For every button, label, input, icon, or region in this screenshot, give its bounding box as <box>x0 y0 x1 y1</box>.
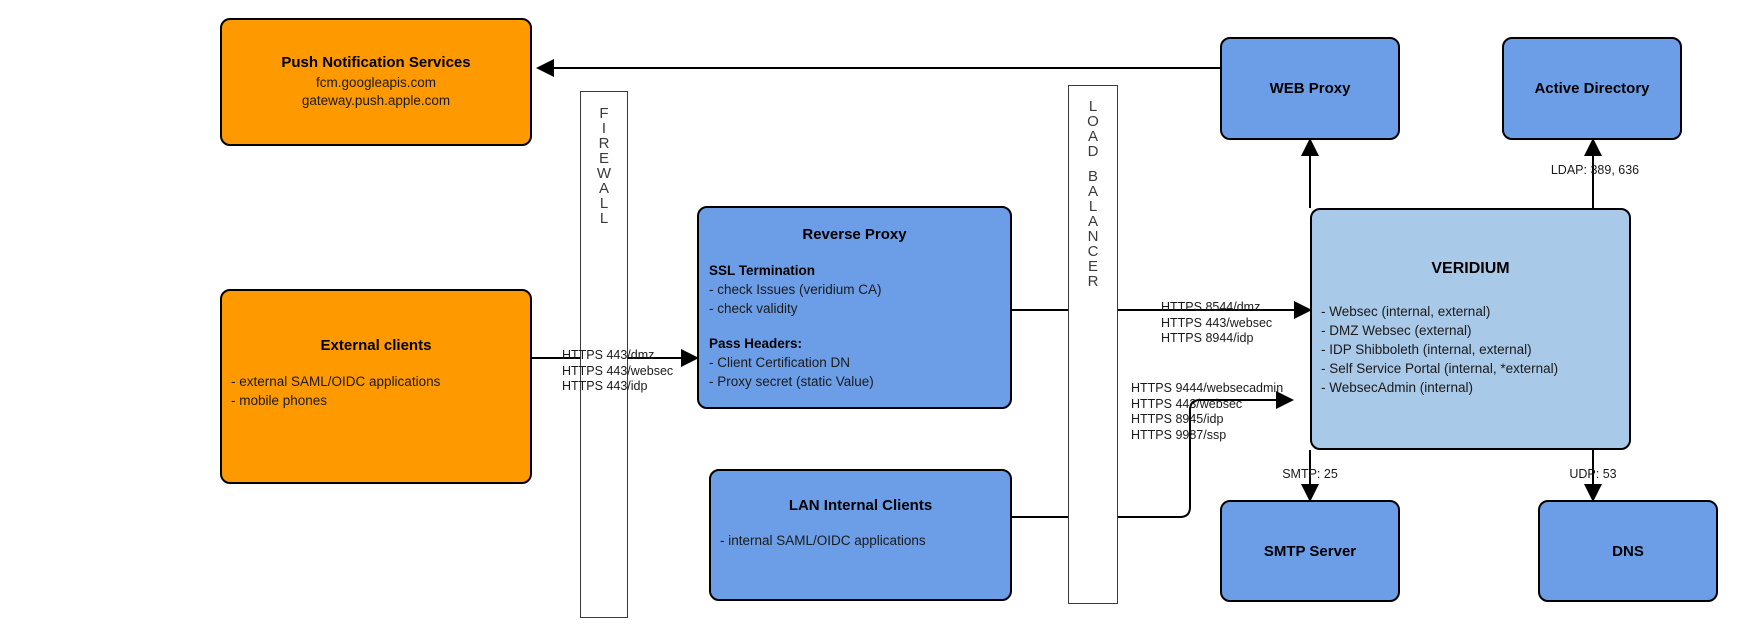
firewall-letter: W <box>596 165 612 182</box>
lan-clients-items: - internal SAML/OIDC applications <box>711 531 1010 550</box>
reverse-proxy-title: Reverse Proxy <box>802 226 907 243</box>
load-balancer-letter: O <box>1087 113 1099 130</box>
node-active-directory[interactable]: Active Directory <box>1502 37 1682 140</box>
load-balancer-letter: D <box>1087 143 1099 160</box>
load-balancer-letter: C <box>1087 243 1099 260</box>
reverse-proxy-section-2-item: - Proxy secret (static Value) <box>709 374 874 389</box>
firewall-letter: L <box>599 210 609 227</box>
load-balancer-letter: B <box>1087 168 1098 185</box>
veridium-item: - Websec (internal, external) <box>1321 304 1491 319</box>
edge-label-veridium-to-dns: UDP: 53 <box>1569 467 1617 481</box>
veridium-item: - Self Service Portal (internal, *extern… <box>1321 361 1559 376</box>
node-external-clients[interactable]: External clients - external SAML/OIDC ap… <box>220 289 532 484</box>
load-balancer-letter: R <box>1087 273 1099 290</box>
external-clients-item: - mobile phones <box>231 393 328 408</box>
reverse-proxy-body: SSL Termination - check Issues (veridium… <box>699 261 1010 391</box>
node-smtp-server[interactable]: SMTP Server <box>1220 500 1400 602</box>
push-line-1: fcm.googleapis.com <box>315 75 437 90</box>
reverse-proxy-section-2-item: - Client Certification DN <box>709 355 851 370</box>
veridium-title: VERIDIUM <box>1431 260 1510 277</box>
firewall-letter: E <box>598 150 609 167</box>
lan-clients-title: LAN Internal Clients <box>788 497 933 514</box>
load-balancer-letter: A <box>1087 128 1098 145</box>
load-balancer-letter: A <box>1087 213 1098 230</box>
load-balancer-letter: L <box>1088 198 1098 215</box>
reverse-proxy-section-1-item: - check validity <box>709 301 798 316</box>
node-veridium[interactable]: VERIDIUM - Websec (internal, external) -… <box>1310 208 1631 450</box>
firewall-letter: I <box>601 120 607 137</box>
active-directory-title: Active Directory <box>1534 80 1650 97</box>
wire-lanclients-to-veridium <box>1012 391 1294 518</box>
veridium-items: - Websec (internal, external) - DMZ Webs… <box>1312 302 1629 397</box>
external-clients-items: - external SAML/OIDC applications - mobi… <box>222 372 530 410</box>
node-web-proxy[interactable]: WEB Proxy <box>1220 37 1400 140</box>
firewall-letter: F <box>599 105 609 122</box>
smtp-server-title: SMTP Server <box>1263 542 1357 560</box>
veridium-item: - DMZ Websec (external) <box>1321 323 1472 338</box>
node-lan-internal-clients[interactable]: LAN Internal Clients - internal SAML/OID… <box>709 469 1012 601</box>
reverse-proxy-section-2-header: Pass Headers: <box>709 336 803 351</box>
load-balancer-letter: L <box>1088 98 1098 115</box>
node-dns[interactable]: DNS <box>1538 500 1718 602</box>
external-clients-title: External clients <box>320 337 432 354</box>
node-push-notification-services[interactable]: Push Notification Services fcm.googleapi… <box>220 18 532 146</box>
firewall-letter: R <box>598 135 610 152</box>
edge-label-veridium-to-smtp: SMTP: 25 <box>1282 467 1338 481</box>
firewall-letter: A <box>598 180 609 197</box>
reverse-proxy-section-1-item: - check Issues (veridium CA) <box>709 282 882 297</box>
node-reverse-proxy[interactable]: Reverse Proxy SSL Termination - check Is… <box>697 206 1012 409</box>
edge-label-lan-to-veridium: HTTPS 9444/websecadmin HTTPS 443/websec … <box>1131 381 1284 442</box>
dns-title: DNS <box>1612 542 1644 560</box>
edge-label-lb-to-veridium: HTTPS 8544/dmz HTTPS 443/websec HTTPS 89… <box>1161 300 1273 345</box>
veridium-item: - IDP Shibboleth (internal, external) <box>1321 342 1532 357</box>
load-balancer-letter: A <box>1087 183 1098 200</box>
veridium-item: - WebsecAdmin (internal) <box>1321 380 1474 395</box>
edge-label-veridium-to-ad: LDAP: 389, 636 <box>1550 163 1640 177</box>
load-balancer-bar: L O A D B A L A N C E R <box>1068 85 1118 604</box>
push-title: Push Notification Services <box>281 54 471 71</box>
reverse-proxy-section-1-header: SSL Termination <box>709 263 816 278</box>
push-line-2: gateway.push.apple.com <box>301 93 451 108</box>
firewall-bar: F I R E W A L L <box>580 91 628 618</box>
firewall-letter: L <box>599 195 609 212</box>
load-balancer-letter: E <box>1087 258 1098 275</box>
edge-label-clients-to-firewall: HTTPS 443/dmz HTTPS 443/websec HTTPS 443… <box>562 348 674 393</box>
load-balancer-letter: N <box>1087 228 1099 245</box>
external-clients-item: - external SAML/OIDC applications <box>231 374 441 389</box>
web-proxy-title: WEB Proxy <box>1269 80 1351 97</box>
lan-clients-item: - internal SAML/OIDC applications <box>720 533 926 548</box>
